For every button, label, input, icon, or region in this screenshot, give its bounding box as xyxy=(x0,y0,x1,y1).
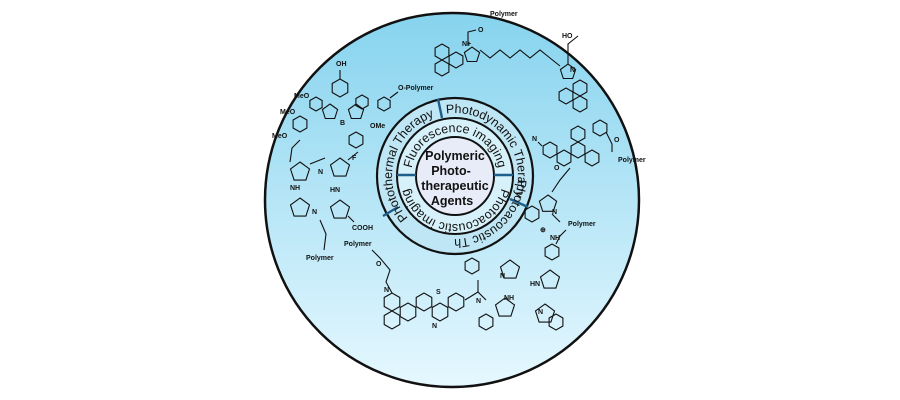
ring-bond xyxy=(539,269,561,289)
atom-label: N xyxy=(432,323,437,330)
ring-bond xyxy=(289,161,311,181)
atom-label: MeO xyxy=(272,133,288,140)
chain-bond xyxy=(479,49,561,67)
ring-bond xyxy=(399,302,417,322)
divider-left xyxy=(382,205,399,218)
molecule-structures xyxy=(289,29,613,331)
ring-bond xyxy=(544,243,560,261)
atom-label: N xyxy=(384,287,389,294)
ring-bond xyxy=(329,199,351,219)
core-line-3: therapeutic xyxy=(421,179,488,193)
atom-label: NH xyxy=(550,235,560,242)
ring-bond xyxy=(499,259,521,279)
chain-bond xyxy=(537,141,543,147)
atom-label: N xyxy=(500,273,505,280)
atom-label: HN xyxy=(530,281,540,288)
divider-right xyxy=(509,197,529,209)
atom-label: OMe xyxy=(370,123,385,130)
chain-bond xyxy=(389,91,399,99)
atom-label: O xyxy=(478,27,484,34)
chain-bond xyxy=(555,229,567,245)
atom-label: N xyxy=(538,309,543,316)
atom-label: O xyxy=(376,261,382,268)
ring-bond xyxy=(383,310,401,330)
polymer-label: Polymer xyxy=(490,11,518,18)
atom-label: MeO xyxy=(280,109,296,116)
polymer-label: Polymer xyxy=(306,255,334,262)
atom-label: N xyxy=(476,298,481,305)
atom-label: B xyxy=(340,120,345,127)
atom-label: N xyxy=(552,209,557,216)
ring-bond xyxy=(348,131,364,149)
ring-bond xyxy=(534,303,556,323)
atom-label: S xyxy=(436,289,441,296)
ring-bond xyxy=(309,96,323,112)
core-line-2: Photo- xyxy=(431,164,471,178)
ring-bond xyxy=(377,96,391,112)
ring-bond xyxy=(570,141,586,159)
atom-label: HO xyxy=(562,33,573,40)
ring-bond xyxy=(538,194,558,212)
atom-label: N xyxy=(532,136,537,143)
chain-bond xyxy=(551,167,571,193)
atom-labels: PolymerOHON+NOHMeOMeOMeOO-PolymerOMeBFNH… xyxy=(272,11,646,330)
chain-bond xyxy=(347,151,359,161)
core-line-1: Polymeric xyxy=(425,149,485,163)
ring-bond xyxy=(289,197,311,217)
ring-bond xyxy=(447,292,465,312)
ring-bond xyxy=(463,46,481,63)
ring-bond xyxy=(542,141,558,159)
ring-bond xyxy=(558,87,574,105)
ring-bond xyxy=(548,313,564,331)
atom-label: N+ xyxy=(462,41,471,48)
ring-bond xyxy=(321,103,339,120)
ring-bond xyxy=(448,51,464,69)
atom-label: MeO xyxy=(294,93,310,100)
chain-bond xyxy=(309,157,326,165)
ring-bond xyxy=(347,103,365,120)
core-line-4: Agents xyxy=(431,194,473,208)
ring-bond xyxy=(329,157,351,177)
ring-bond xyxy=(570,125,586,143)
atom-label: NH xyxy=(290,185,300,192)
atom-label: O-Polymer xyxy=(398,85,434,92)
atom-label: F xyxy=(352,155,357,162)
atom-label: COOH xyxy=(352,225,373,232)
chain-bond xyxy=(371,249,393,294)
ring-bond xyxy=(478,313,494,331)
ring-bond xyxy=(415,292,433,312)
polymer-label: Polymer xyxy=(568,221,596,228)
polymer-label: Polymer xyxy=(618,157,646,164)
ring-bond xyxy=(464,257,480,275)
atom-label: N xyxy=(318,169,323,176)
atom-label: OH xyxy=(336,61,347,68)
chain-bond xyxy=(347,215,355,223)
ring-bond xyxy=(494,297,516,317)
ring-bond xyxy=(292,115,308,133)
atom-label: O xyxy=(614,137,620,144)
ring-bond xyxy=(592,119,608,137)
ring-bond xyxy=(431,302,449,322)
atom-label: N xyxy=(312,209,317,216)
atom-label: ⊕ xyxy=(540,227,546,234)
atom-label: HN xyxy=(330,187,340,194)
atom-label: O xyxy=(554,165,560,172)
ring-bond xyxy=(331,78,349,98)
polymer-label: Polymer xyxy=(344,241,372,248)
chain-bond xyxy=(467,29,477,46)
chain-bond xyxy=(551,213,561,223)
chain-bond xyxy=(289,139,301,163)
chain-bond xyxy=(319,219,327,251)
chain-bond xyxy=(567,35,579,64)
atom-label: NH xyxy=(504,295,514,302)
atom-label: N xyxy=(570,67,575,74)
divider-top xyxy=(436,98,444,119)
ring-bond xyxy=(559,63,577,80)
chain-bond xyxy=(605,131,613,152)
ring-bond xyxy=(584,149,600,167)
